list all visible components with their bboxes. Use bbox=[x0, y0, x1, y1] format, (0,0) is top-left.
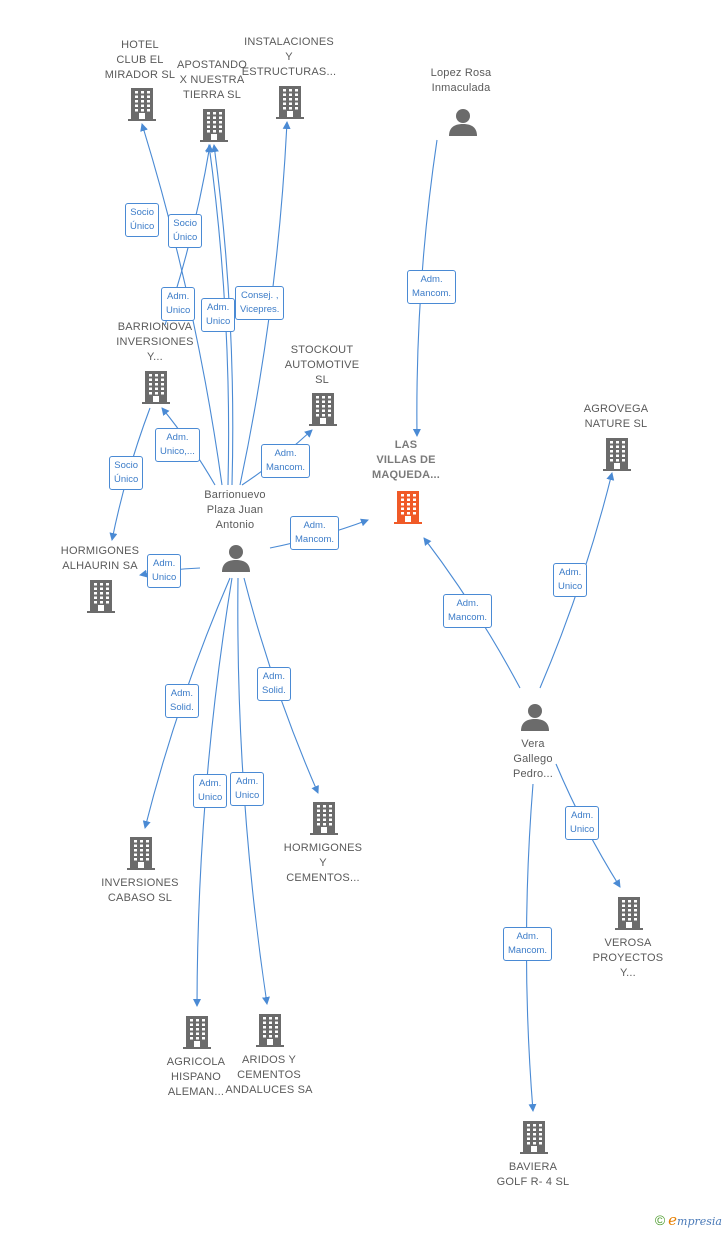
node-label-agrovega[interactable]: AGROVEGA NATURE SL bbox=[583, 403, 649, 430]
building-icon[interactable] bbox=[613, 895, 645, 936]
node-label-hotel[interactable]: HOTEL CLUB EL MIRADOR SL bbox=[104, 39, 176, 81]
edge-label-e10[interactable]: Adm. Mancom. bbox=[290, 516, 340, 550]
edge-label-e11[interactable]: Adm. Unico bbox=[147, 554, 182, 588]
person-icon[interactable] bbox=[221, 543, 251, 578]
edge-label-e6[interactable]: Adm. Mancom. bbox=[407, 270, 457, 304]
edge-label-e2[interactable]: Socio Único bbox=[168, 214, 203, 248]
node-label-barrionova[interactable]: BARRIONOVA INVERSIONES Y... bbox=[116, 321, 194, 363]
edge-label-e1[interactable]: Socio Único bbox=[125, 203, 160, 237]
building-icon[interactable] bbox=[198, 107, 230, 148]
empresia-brand[interactable]: ©empresia bbox=[655, 1211, 722, 1229]
node-label-stockout[interactable]: STOCKOUT AUTOMOTIVE SL bbox=[284, 344, 360, 386]
copyright-icon: © bbox=[654, 1212, 666, 1228]
person-icon[interactable] bbox=[520, 702, 550, 737]
building-icon[interactable] bbox=[140, 369, 172, 410]
node-label-barrionuevo[interactable]: Barrionuevo Plaza Juan Antonio bbox=[204, 489, 266, 531]
brand-logo-e: e bbox=[668, 1211, 678, 1229]
node-label-baviera[interactable]: BAVIERA GOLF R- 4 SL bbox=[496, 1161, 570, 1188]
building-icon[interactable] bbox=[254, 1012, 286, 1053]
edge-label-e8[interactable]: Socio Único bbox=[109, 456, 144, 490]
edge-label-e9[interactable]: Adm. Mancom. bbox=[261, 444, 311, 478]
edge-label-e12[interactable]: Adm. Solid. bbox=[165, 684, 199, 718]
building-icon[interactable] bbox=[392, 489, 424, 530]
edge-label-e17[interactable]: Adm. Unico bbox=[553, 563, 588, 597]
node-label-verosa[interactable]: VEROSA PROYECTOS Y... bbox=[592, 937, 664, 979]
edge-label-e3[interactable]: Adm. Unico bbox=[161, 287, 196, 321]
edge-label-e13[interactable]: Adm. Solid. bbox=[257, 667, 291, 701]
node-label-instalaciones[interactable]: INSTALACIONES Y ESTRUCTURAS... bbox=[241, 36, 337, 78]
node-label-cabaso[interactable]: INVERSIONES CABASO SL bbox=[101, 877, 179, 904]
building-icon[interactable] bbox=[307, 391, 339, 432]
person-icon[interactable] bbox=[448, 107, 478, 142]
edge-label-e5[interactable]: Consej. , Vicepres. bbox=[235, 286, 285, 320]
brand-logo-text: mpresia bbox=[677, 1215, 722, 1228]
node-label-apostando[interactable]: APOSTANDO X NUESTRA TIERRA SL bbox=[176, 59, 248, 101]
building-icon[interactable] bbox=[274, 84, 306, 125]
edge-label-e16[interactable]: Adm. Mancom. bbox=[443, 594, 493, 628]
building-icon[interactable] bbox=[308, 800, 340, 841]
node-label-hormalhaurin[interactable]: HORMIGONES ALHAURIN SA bbox=[60, 545, 140, 572]
building-icon[interactable] bbox=[601, 436, 633, 477]
building-icon[interactable] bbox=[85, 578, 117, 619]
edge-label-e14[interactable]: Adm. Unico bbox=[193, 774, 228, 808]
node-label-aridos[interactable]: ARIDOS Y CEMENTOS ANDALUCES SA bbox=[225, 1054, 313, 1096]
building-icon[interactable] bbox=[125, 835, 157, 876]
building-icon[interactable] bbox=[518, 1119, 550, 1160]
node-label-vera[interactable]: Vera Gallego Pedro... bbox=[512, 738, 554, 780]
edge-label-e19[interactable]: Adm. Mancom. bbox=[503, 927, 553, 961]
edge-label-e15[interactable]: Adm. Unico bbox=[230, 772, 265, 806]
edge-label-e18[interactable]: Adm. Unico bbox=[565, 806, 600, 840]
edge-label-e4[interactable]: Adm. Unico bbox=[201, 298, 236, 332]
edge-label-e7[interactable]: Adm. Unico,... bbox=[155, 428, 200, 462]
node-label-lopez[interactable]: Lopez Rosa Inmaculada bbox=[430, 67, 492, 94]
node-label-hormcementos[interactable]: HORMIGONES Y CEMENTOS... bbox=[283, 842, 363, 884]
node-label-agricola[interactable]: AGRICOLA HISPANO ALEMAN... bbox=[166, 1056, 226, 1098]
building-icon[interactable] bbox=[181, 1014, 213, 1055]
building-icon[interactable] bbox=[126, 86, 158, 127]
node-label-lasvillas[interactable]: LAS VILLAS DE MAQUEDA... bbox=[372, 439, 440, 481]
